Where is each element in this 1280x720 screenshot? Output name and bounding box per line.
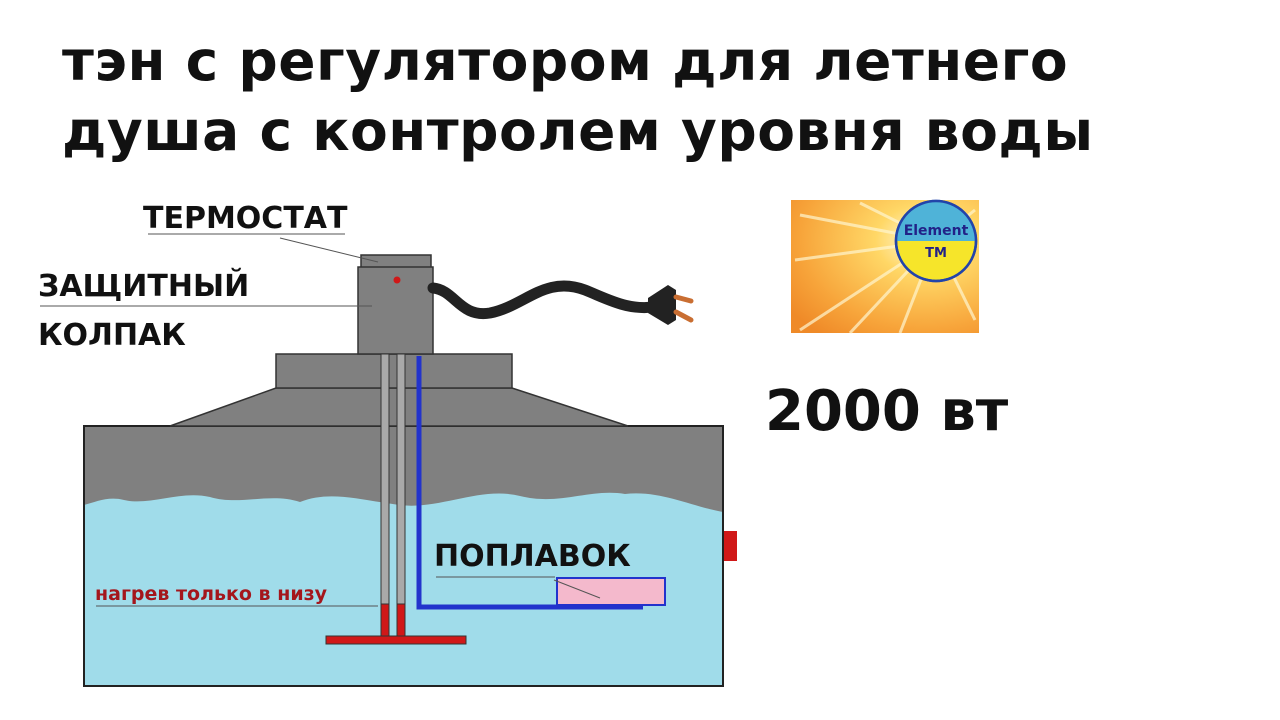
heating-label: нагрев только в низу <box>95 583 328 605</box>
cap-label-line-2: КОЛПАК <box>38 318 186 353</box>
heating-element <box>325 353 467 645</box>
power-cord <box>427 280 694 325</box>
leader-lines <box>40 233 601 607</box>
water-tank <box>83 425 737 687</box>
heater-base-plate <box>325 635 467 645</box>
plug-icon <box>648 285 676 325</box>
title-line-2: душа с контролем уровня воды <box>62 99 1094 163</box>
float-body <box>556 577 666 606</box>
thermostat-head <box>360 254 432 269</box>
thermostat-assembly <box>357 254 434 355</box>
float-switch <box>416 356 666 610</box>
hot-zone-left <box>380 603 390 637</box>
logo-text-line-2: TM <box>925 246 947 261</box>
float-wire <box>416 356 643 610</box>
cap-label-line-1: ЗАЩИТНЫЙ <box>38 268 249 304</box>
title-line-1: тэн с регулятором для летнего <box>62 29 1069 93</box>
element-tm-logo: Element TM <box>791 199 979 335</box>
float-label: ПОПЛАВОК <box>434 539 631 574</box>
indicator-dot <box>393 276 401 284</box>
logo-text-line-1: Element <box>904 223 969 239</box>
hot-zone-right <box>396 603 406 637</box>
side-indicator <box>724 531 737 561</box>
power-rating: 2000 вт <box>765 379 1009 444</box>
diagram-title: тэн с регулятором для летнего душа с кон… <box>62 26 1242 166</box>
thermostat-label: ТЕРМОСТАТ <box>143 201 348 236</box>
